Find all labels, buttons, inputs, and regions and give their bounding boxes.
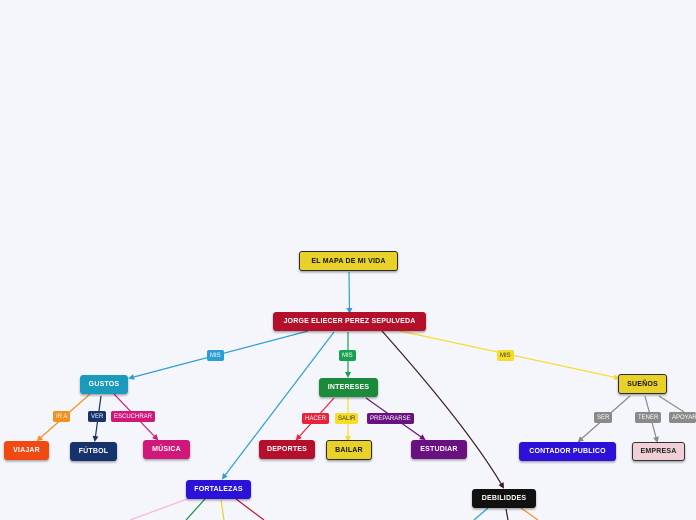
node-intereses[interactable]: INTERESES — [319, 378, 378, 397]
label-ir-a: IR A — [53, 411, 71, 422]
label-salir: SALIR — [335, 413, 359, 424]
node-bailar[interactable]: BAILAR — [326, 440, 372, 460]
root-node[interactable]: EL MAPA DE MI VIDA — [299, 251, 398, 271]
branch-label-mis-right: MIS — [497, 350, 514, 361]
link-fortalezas-child-1 — [129, 497, 191, 520]
label-hacer: HACER — [302, 413, 330, 424]
label-escuchar: ESCUCHRAR — [111, 411, 156, 422]
label-ser: SER — [594, 412, 613, 423]
link-debilidades-child-3 — [520, 507, 539, 520]
branch-label-mis-left: MIS — [207, 350, 224, 361]
link-main-fortalezas — [221, 331, 335, 480]
link-fortalezas-child-4 — [235, 498, 265, 520]
main-node[interactable]: JORGE ELIECER PEREZ SEPULVEDA — [273, 312, 426, 331]
link-debilidades-child-1 — [473, 507, 489, 520]
node-debilidades[interactable]: DEBILIDDES — [472, 489, 536, 508]
label-ver: VER — [88, 411, 107, 422]
link-debilidades-child-2 — [505, 508, 509, 520]
node-futbol[interactable]: FÚTBOL — [70, 442, 117, 461]
link-suenos-apoyar — [658, 395, 685, 413]
node-estudiar[interactable]: ESTUDIAR — [411, 440, 467, 459]
link-root-main — [346, 271, 353, 314]
node-musica[interactable]: MÚSICA — [143, 440, 190, 459]
node-fortalezas[interactable]: FORTALEZAS — [186, 480, 251, 499]
link-fortalezas-child-2 — [185, 498, 206, 520]
node-contador-publico[interactable]: CONTADOR PUBLICO — [519, 442, 616, 461]
branch-label-mis-center: MIS — [339, 350, 356, 361]
node-viajar[interactable]: VIAJAR — [4, 441, 49, 460]
link-fortalezas-child-3 — [220, 499, 225, 520]
node-deportes[interactable]: DEPORTES — [259, 440, 315, 459]
link-main-debilidades — [381, 330, 505, 489]
label-apoyar: APOYAR — [669, 412, 696, 423]
label-prepararse: PREPARARSE — [367, 413, 414, 424]
node-gustos[interactable]: GUSTOS — [80, 375, 128, 394]
label-tener: TENER — [635, 412, 662, 423]
node-empresa[interactable]: EMPRESA — [632, 442, 685, 461]
node-suenos[interactable]: SUEÑOS — [618, 374, 667, 394]
